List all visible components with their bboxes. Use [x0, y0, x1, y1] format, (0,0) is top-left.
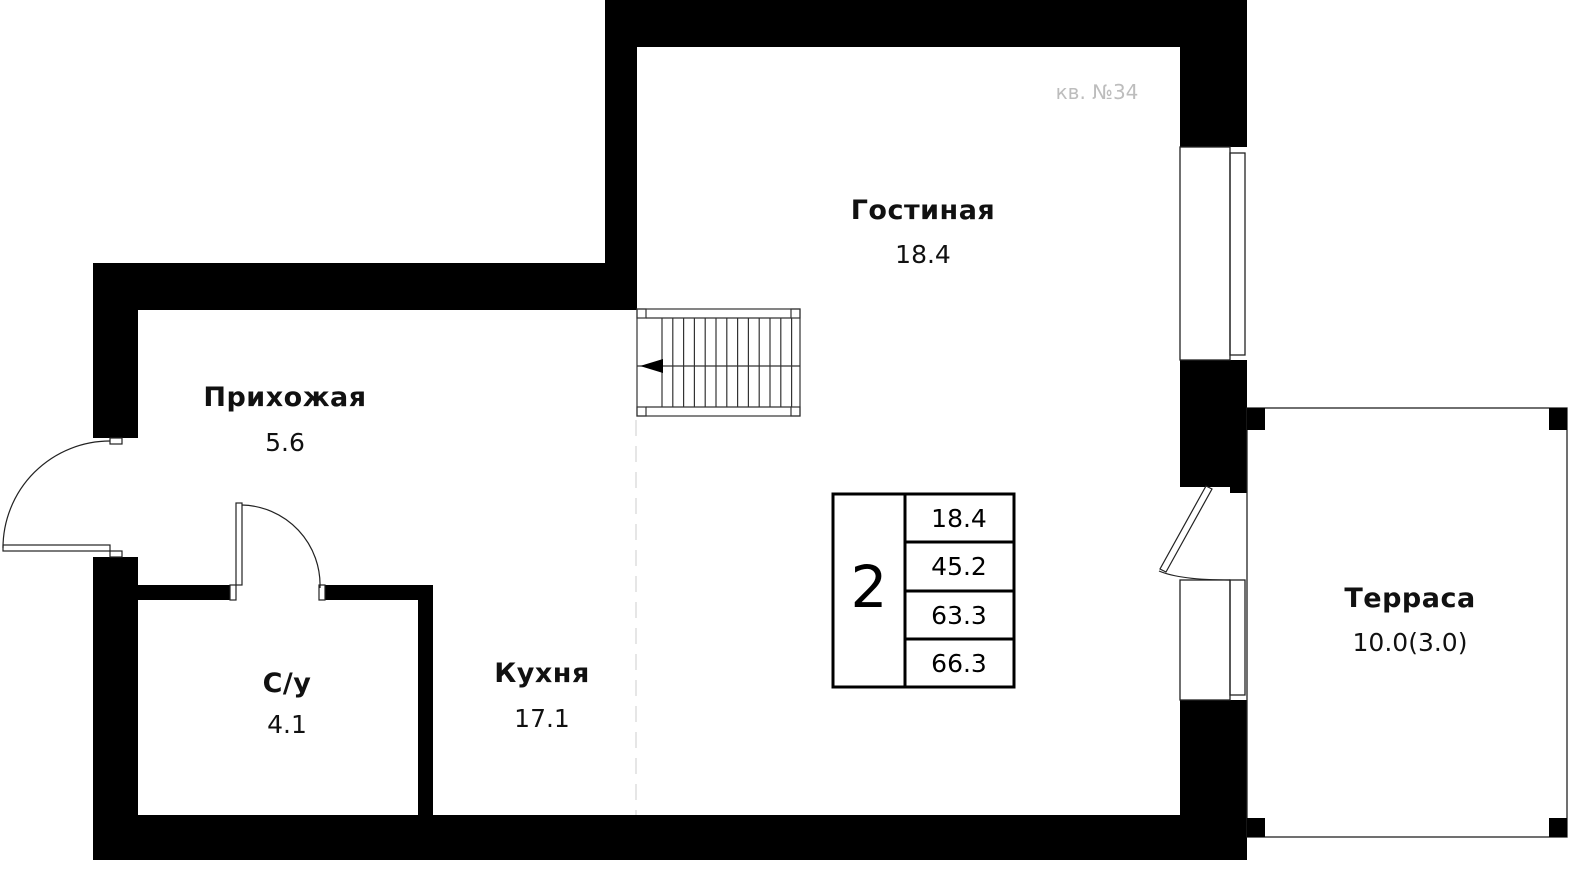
summary-value: 18.4	[931, 504, 987, 533]
terrace	[1246, 407, 1568, 838]
entry-door	[2, 437, 123, 558]
summary-table	[831, 492, 1016, 689]
apartment-number: кв. №34	[1055, 80, 1139, 104]
room-area-hallway: 5.6	[265, 428, 305, 457]
room-name-hallway: Прихожая	[203, 382, 367, 413]
room-area-kitchen: 17.1	[514, 704, 570, 733]
staircase	[636, 308, 801, 417]
room-area-terrace: 10.0(3.0)	[1352, 628, 1468, 657]
windows	[1179, 146, 1246, 701]
room-area-living: 18.4	[895, 240, 951, 269]
rooms-count: 2	[850, 553, 888, 621]
summary-value: 45.2	[931, 552, 987, 581]
room-name-bathroom: С/у	[262, 668, 312, 699]
room-area-bathroom: 4.1	[267, 710, 307, 739]
room-name-kitchen: Кухня	[494, 658, 590, 689]
summary-value: 63.3	[931, 601, 987, 630]
room-name-terrace: Терраса	[1344, 583, 1476, 614]
terrace-door	[1158, 485, 1231, 581]
summary-value: 66.3	[931, 649, 987, 678]
room-name-living: Гостиная	[850, 195, 996, 226]
bathroom-door	[229, 502, 326, 601]
walls	[93, 0, 1247, 860]
